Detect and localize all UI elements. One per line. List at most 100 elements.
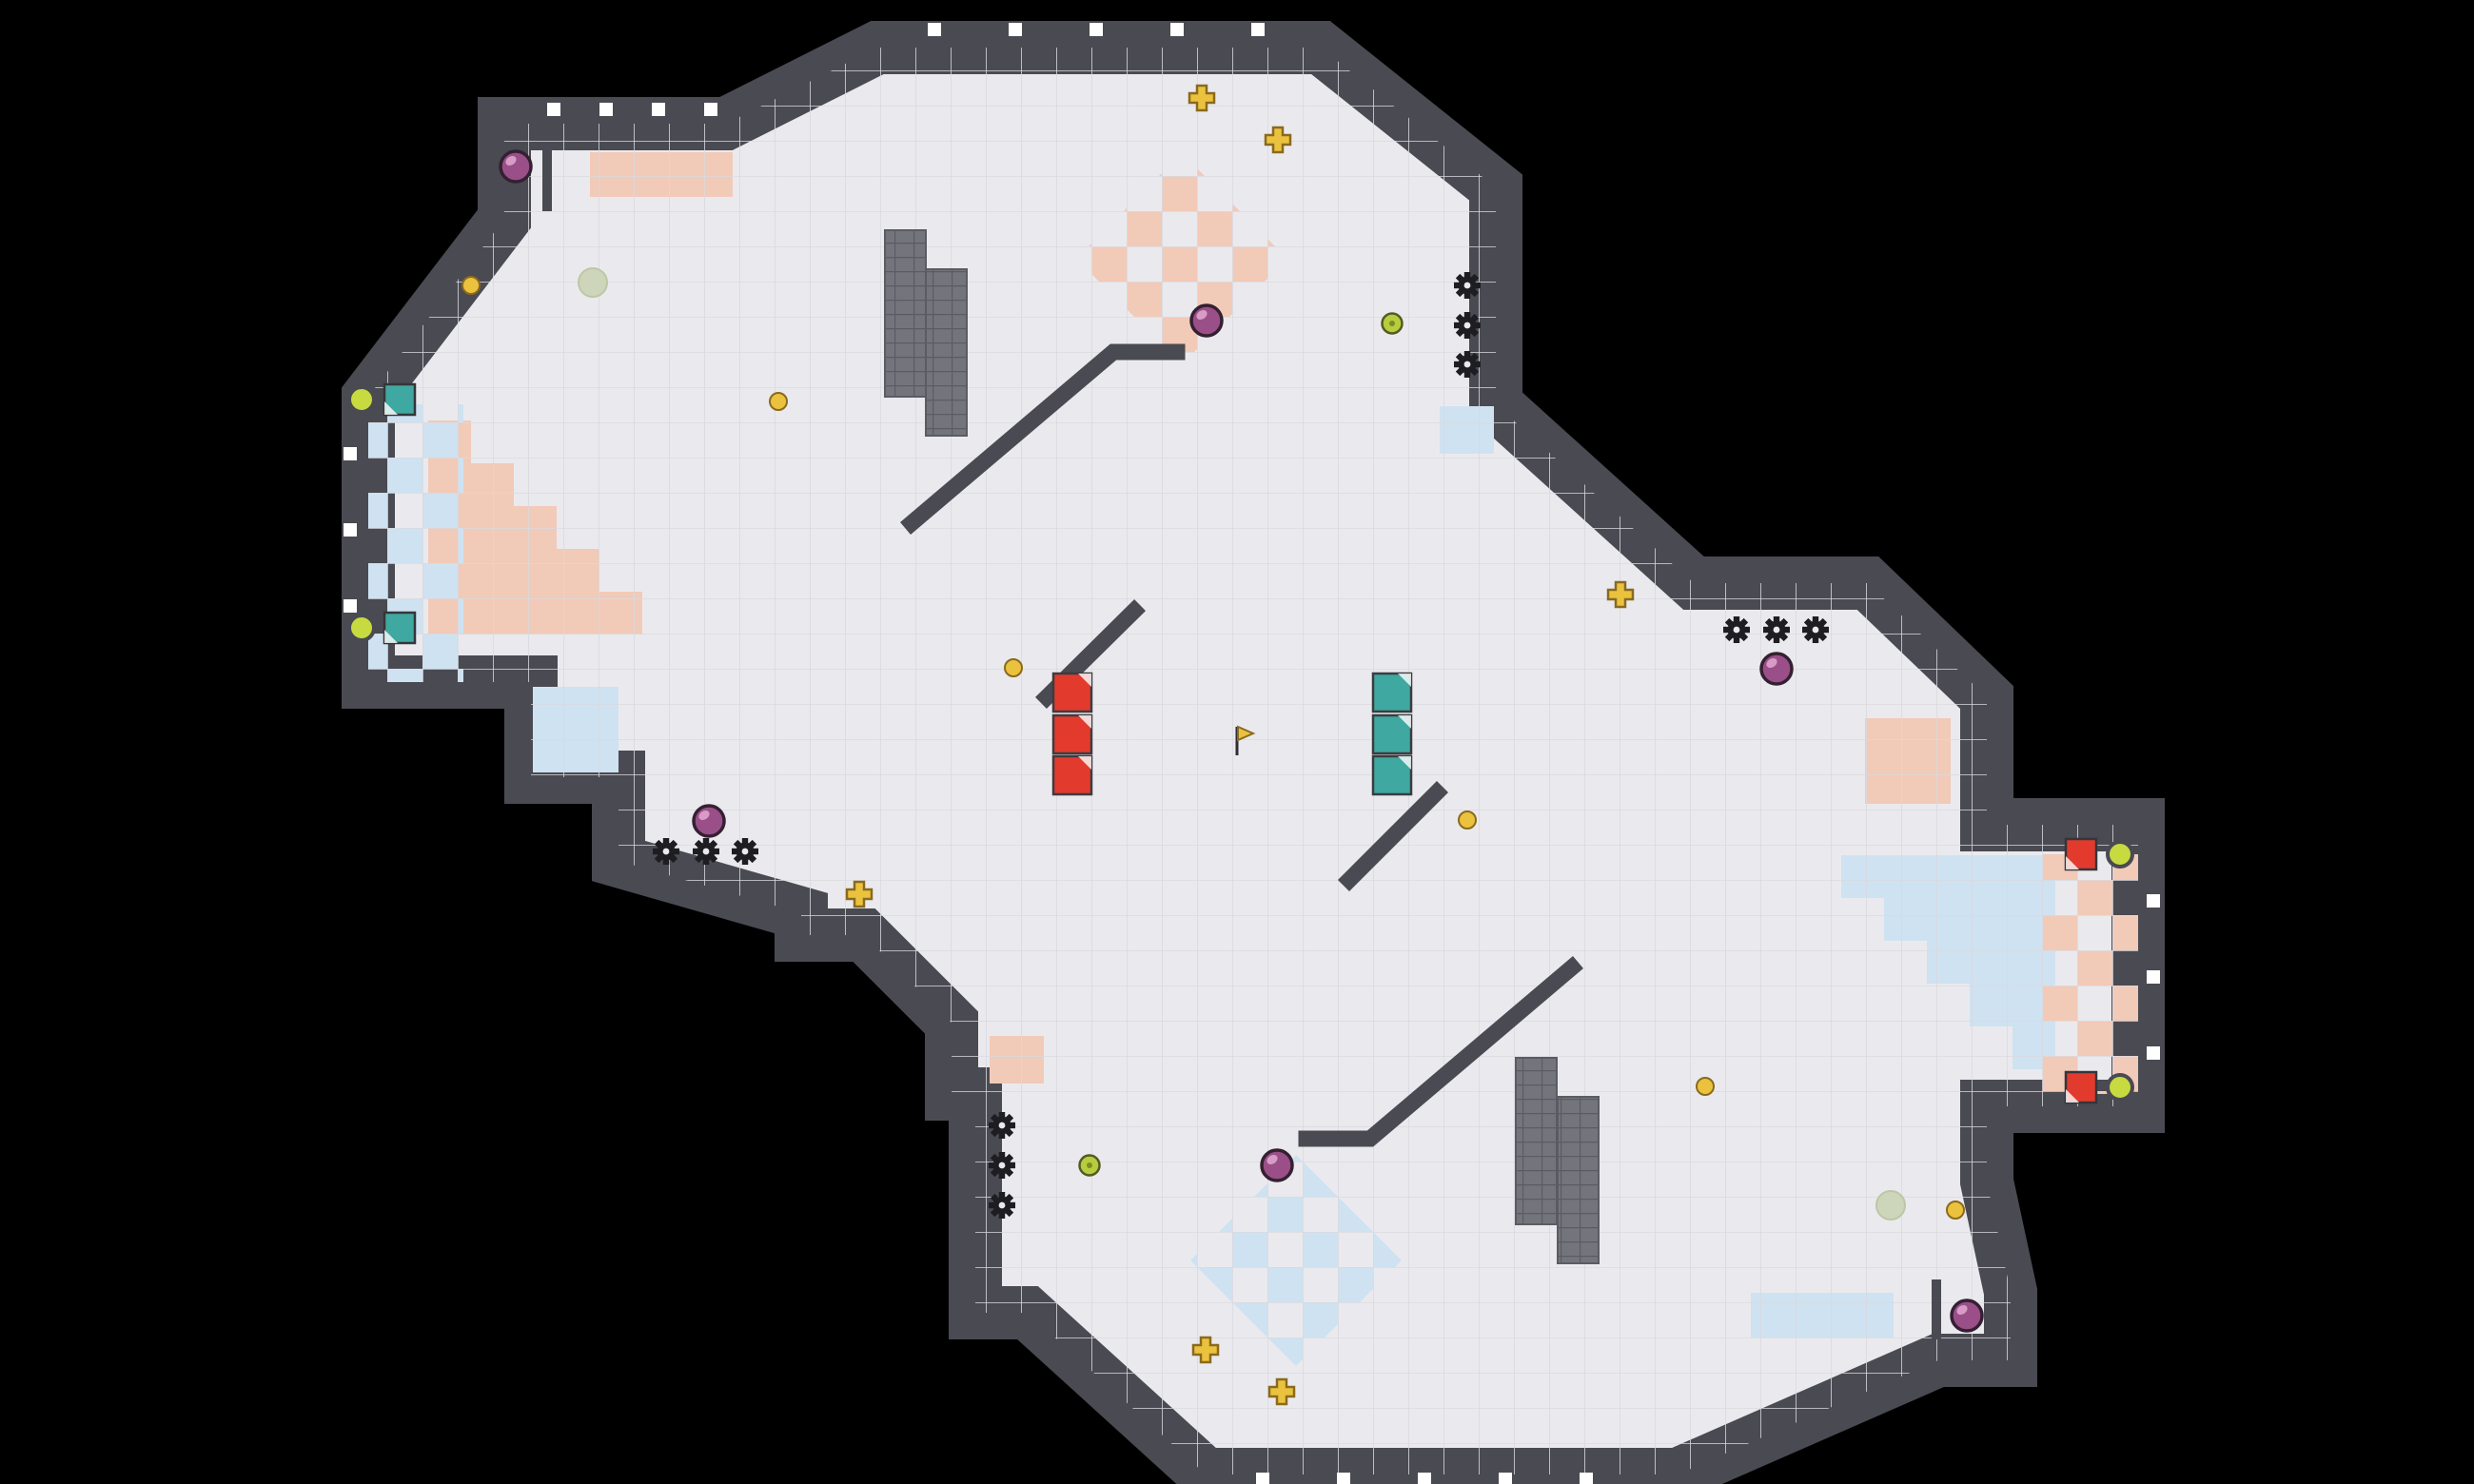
green-orb — [1381, 312, 1404, 335]
gear-mine — [989, 1152, 1015, 1179]
drone-orb — [1189, 303, 1224, 338]
gear-hub — [998, 1162, 1006, 1169]
gear-tooth — [998, 1152, 1006, 1159]
gear-hub — [662, 848, 670, 855]
drone-highlight — [1266, 1154, 1278, 1165]
gear-tooth — [1463, 332, 1471, 339]
cross-shape — [845, 880, 874, 908]
gear-mine — [989, 1192, 1015, 1219]
gear-mine — [1454, 312, 1481, 339]
gear-tooth — [1773, 616, 1780, 623]
gear-tooth — [1463, 312, 1471, 319]
gear-tooth — [1733, 616, 1740, 623]
gear-tooth — [1733, 636, 1740, 643]
drone-orb — [499, 149, 533, 184]
flag-cloth — [1237, 725, 1256, 742]
ramp-wall — [1298, 956, 1583, 1147]
red-block-fold — [1078, 674, 1091, 687]
wall-notch — [1009, 23, 1022, 36]
pale-orb — [578, 267, 608, 298]
teal-block — [1371, 672, 1413, 713]
wall-notch — [599, 103, 613, 116]
gear-tooth — [998, 1192, 1006, 1199]
gear-tooth — [1463, 371, 1471, 378]
drone-body — [499, 149, 533, 184]
wall-notch — [1337, 1473, 1350, 1484]
gold-coin — [769, 392, 788, 411]
gear-mine — [1723, 616, 1750, 643]
gear-mine — [1454, 272, 1481, 299]
drone-highlight — [505, 155, 517, 166]
drone-orb — [692, 804, 726, 838]
teal-block — [1371, 754, 1413, 796]
gear-tooth — [702, 858, 710, 865]
drone-highlight — [1766, 657, 1777, 669]
exit-door — [347, 611, 417, 645]
gold-coin — [1004, 658, 1023, 677]
door-fold — [384, 630, 398, 643]
drone-body — [1950, 1298, 1984, 1333]
gear-tooth — [702, 838, 710, 845]
gear-tooth — [1463, 292, 1471, 299]
cross-shape — [1188, 84, 1216, 112]
gear-tooth — [998, 1112, 1006, 1119]
door-fold — [2066, 856, 2079, 869]
gear-hub — [741, 848, 749, 855]
gold-cross — [1191, 1336, 1220, 1364]
gear-tooth — [1773, 636, 1780, 643]
door-fold — [384, 401, 398, 415]
wall-notch — [652, 103, 665, 116]
red-block — [1051, 713, 1093, 755]
gear-hub — [998, 1201, 1006, 1209]
drone-body — [1189, 303, 1224, 338]
gear-hub — [1463, 322, 1471, 329]
gear-mine — [1763, 616, 1790, 643]
door-switch — [347, 385, 376, 414]
gear-tooth — [1812, 636, 1819, 643]
teal-block-fold — [1398, 756, 1411, 770]
drone-highlight — [698, 810, 710, 821]
gear-mine — [653, 838, 679, 865]
brick-block — [925, 268, 968, 437]
wall-notch — [2147, 1046, 2160, 1060]
red-block-fold — [1078, 715, 1091, 729]
cross-shape — [1191, 1336, 1220, 1364]
wall-notch — [1256, 1473, 1269, 1484]
pale-orb — [1875, 1190, 1906, 1220]
brick-block — [884, 229, 927, 398]
green-orb — [1078, 1154, 1101, 1177]
drone-orb — [1759, 652, 1794, 686]
gold-cross — [1264, 126, 1292, 154]
gear-tooth — [998, 1172, 1006, 1179]
teal-block-fold — [1398, 715, 1411, 729]
drone-orb — [1260, 1148, 1294, 1182]
gear-tooth — [662, 838, 670, 845]
gear-tooth — [998, 1212, 1006, 1219]
gear-tooth — [741, 838, 749, 845]
gold-cross — [1188, 84, 1216, 112]
cross-shape — [1606, 580, 1635, 609]
wall-notch — [1418, 1473, 1431, 1484]
gear-mine — [732, 838, 758, 865]
ramp-wall — [1337, 780, 1449, 892]
gear-hub — [1463, 282, 1471, 289]
wall-notch — [1090, 23, 1103, 36]
red-block-body — [1051, 672, 1093, 713]
gear-mine — [1454, 351, 1481, 378]
brick-block — [1557, 1096, 1600, 1264]
gear-mine — [989, 1112, 1015, 1139]
door-switch — [2106, 840, 2134, 869]
drone-body — [692, 804, 726, 838]
gear-tooth — [1463, 272, 1471, 279]
wall-notch — [1499, 1473, 1512, 1484]
wall-notch — [704, 103, 717, 116]
exit-door — [2064, 1070, 2134, 1104]
gear-tooth — [1463, 351, 1471, 358]
cross-shape — [1264, 126, 1292, 154]
gear-hub — [1812, 626, 1819, 634]
wall-notch — [344, 523, 357, 537]
entities-layer — [347, 84, 2134, 1406]
